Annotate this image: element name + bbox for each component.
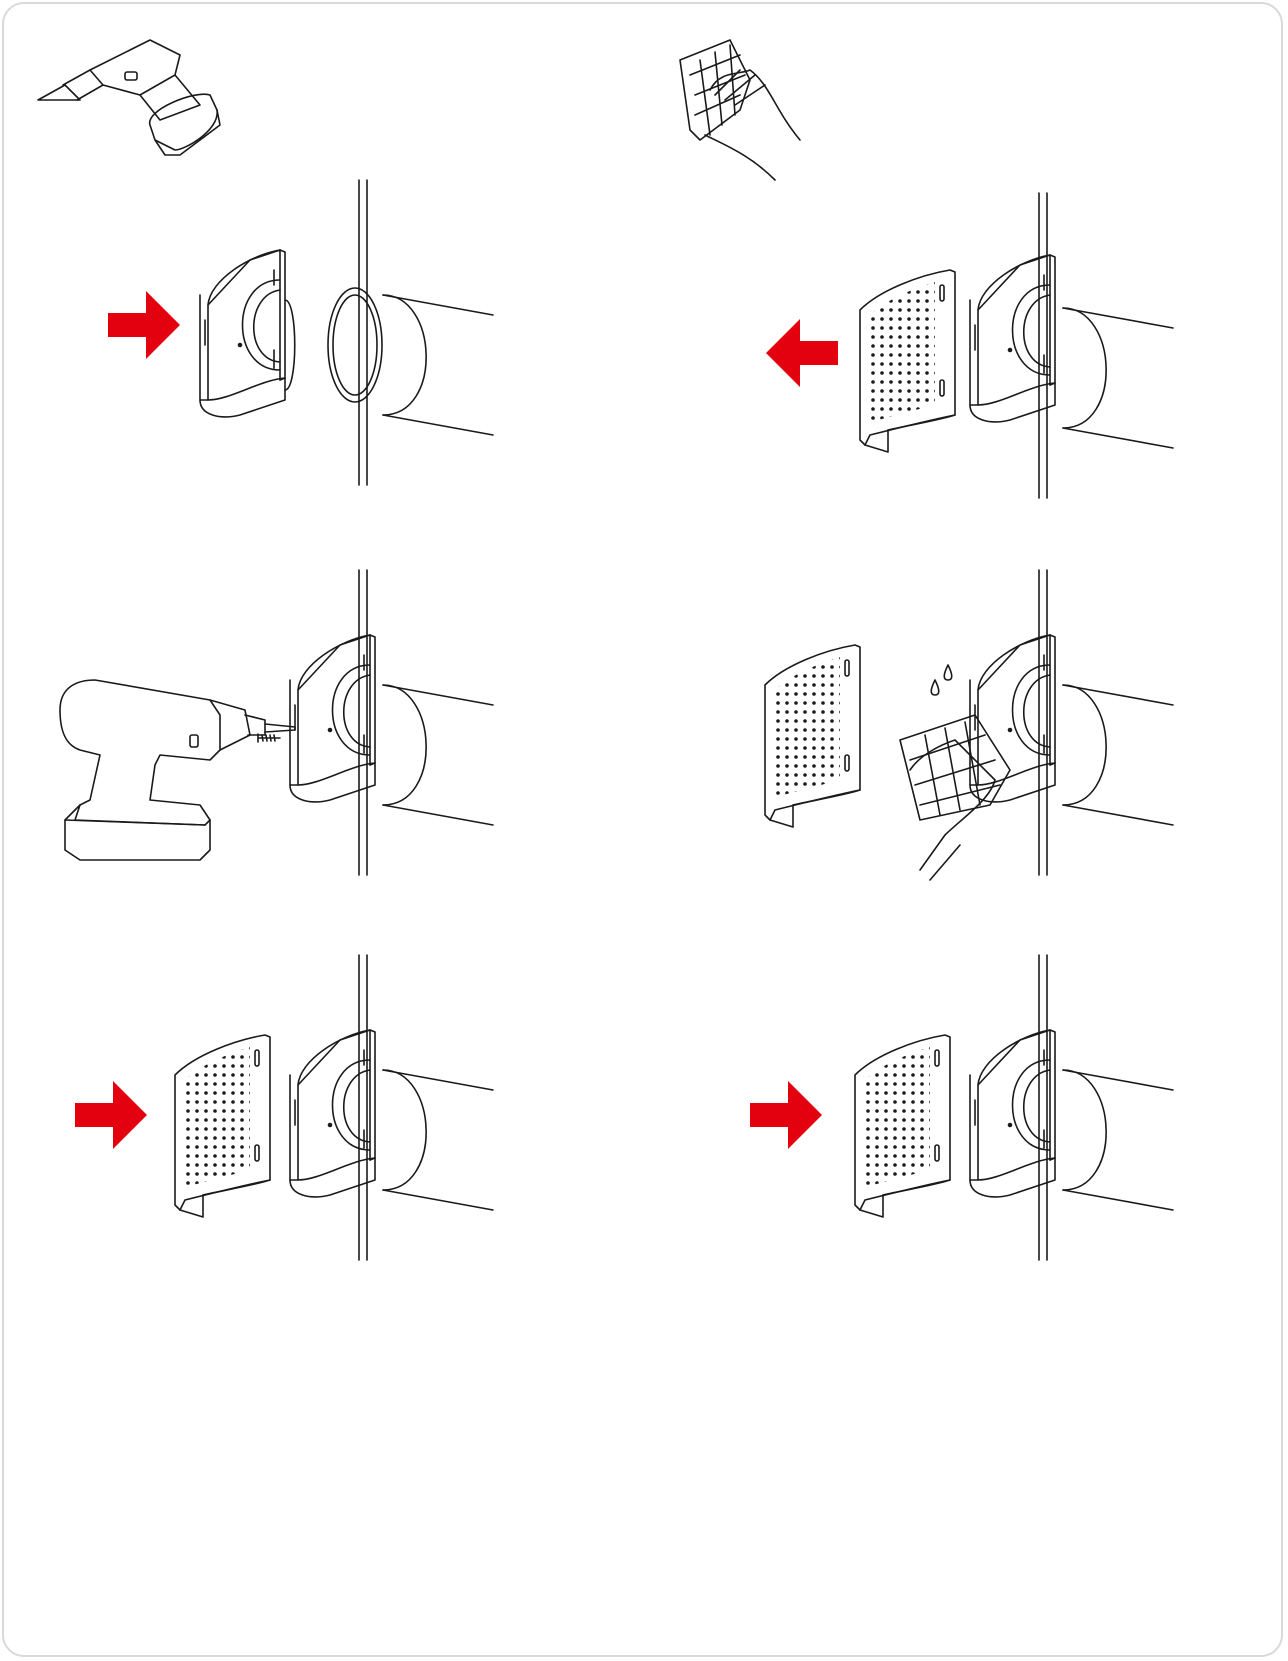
housing-unit bbox=[290, 635, 375, 802]
red-arrow-left bbox=[766, 319, 838, 387]
step-1 bbox=[108, 180, 493, 485]
housing-unit bbox=[970, 255, 1055, 422]
front-grille bbox=[855, 1035, 950, 1217]
red-arrow-right bbox=[750, 1081, 822, 1149]
red-arrow-right bbox=[108, 291, 180, 359]
step-4 bbox=[765, 570, 1173, 880]
front-grille bbox=[860, 270, 955, 452]
front-grille bbox=[765, 645, 860, 827]
housing-unit bbox=[970, 1030, 1055, 1197]
cleaning-cloth-hand-icon bbox=[680, 40, 800, 180]
duct-pipe-end bbox=[328, 288, 382, 402]
cleaning-cloth-hand-icon bbox=[900, 715, 1010, 880]
housing-unit bbox=[970, 635, 1055, 802]
housing-unit bbox=[290, 1030, 375, 1197]
cordless-drill-icon bbox=[60, 680, 295, 860]
step-3 bbox=[60, 570, 493, 875]
step-6 bbox=[750, 955, 1173, 1260]
cordless-drill-icon bbox=[38, 40, 220, 155]
housing-unit bbox=[200, 250, 285, 417]
water-drops-icon bbox=[931, 665, 952, 695]
step-2 bbox=[766, 193, 1173, 498]
red-arrow-right bbox=[75, 1081, 147, 1149]
step-5 bbox=[75, 955, 493, 1260]
front-grille bbox=[175, 1035, 270, 1217]
